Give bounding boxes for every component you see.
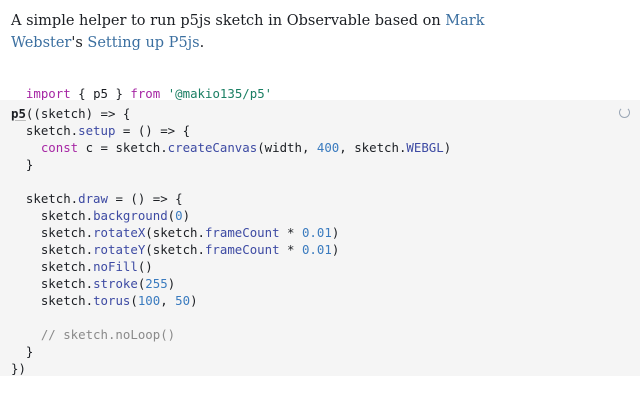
code-text: sketch. bbox=[11, 225, 94, 240]
code-property: frameCount bbox=[204, 225, 280, 240]
code-text: ((sketch) => { bbox=[25, 106, 131, 121]
code-line-16: }) bbox=[11, 361, 26, 376]
code-text: ) bbox=[443, 140, 452, 155]
code-number: 255 bbox=[145, 276, 168, 291]
code-line-2: sketch.setup = () => { bbox=[11, 122, 190, 139]
code-property: setup bbox=[78, 123, 116, 138]
code-text: sketch. bbox=[11, 259, 94, 274]
import-cell[interactable]: import { p5 } from '@makio135/p5' bbox=[11, 67, 272, 101]
code-line-6: sketch.draw = () => { bbox=[11, 190, 183, 207]
code-number: 100 bbox=[137, 293, 161, 308]
code-property: frameCount bbox=[204, 242, 280, 257]
intro-paragraph: A simple helper to run p5js sketch in Ob… bbox=[11, 10, 531, 54]
setting-up-p5js-link[interactable]: Setting up P5js bbox=[87, 35, 200, 51]
code-text: (width, bbox=[257, 140, 317, 155]
intro-text-before: A simple helper to run p5js sketch in Ob… bbox=[11, 13, 446, 29]
import-brace-close: } bbox=[108, 86, 131, 101]
code-text: sketch. bbox=[11, 242, 94, 257]
code-property: WEBGL bbox=[406, 140, 444, 155]
loading-spinner-icon bbox=[619, 107, 630, 118]
code-function: noFill bbox=[93, 259, 138, 274]
import-name: p5 bbox=[93, 86, 108, 101]
import-keyword: import bbox=[25, 86, 71, 101]
code-line-7: sketch.background(0) bbox=[11, 207, 190, 224]
code-number: 0.01 bbox=[301, 242, 332, 257]
code-text: sketch. bbox=[11, 293, 94, 308]
code-text: , bbox=[160, 293, 176, 308]
code-function: torus bbox=[93, 293, 131, 308]
code-text: sketch. bbox=[11, 123, 79, 138]
code-text: ( bbox=[167, 208, 176, 223]
import-brace-open: { bbox=[70, 86, 94, 101]
code-line-11: sketch.stroke(255) bbox=[11, 275, 175, 292]
code-text: ) bbox=[331, 242, 340, 257]
code-text: sketch. bbox=[11, 208, 94, 223]
code-line-3: const c = sketch.createCanvas(width, 400… bbox=[11, 139, 451, 156]
code-text: (sketch. bbox=[145, 225, 205, 240]
code-number: 400 bbox=[316, 140, 340, 155]
code-number: 0 bbox=[175, 208, 183, 223]
from-keyword: from bbox=[130, 86, 161, 101]
mark-webster-link[interactable]: Mark Webster bbox=[11, 13, 485, 51]
code-function: rotateX bbox=[93, 225, 146, 240]
intro-text-middle: 's bbox=[71, 35, 88, 51]
code-text: (sketch. bbox=[145, 242, 205, 257]
code-function: rotateY bbox=[93, 242, 146, 257]
code-text: ( bbox=[130, 293, 138, 308]
cell-name[interactable]: p5 bbox=[11, 106, 26, 121]
code-cell[interactable]: p5((sketch) => { sketch.setup = () => { … bbox=[0, 100, 640, 376]
code-text: ) bbox=[190, 293, 198, 308]
code-text: * bbox=[279, 242, 302, 257]
import-module-string: '@makio135/p5' bbox=[167, 86, 273, 101]
code-function: createCanvas bbox=[167, 140, 258, 155]
code-text: sketch. bbox=[11, 276, 94, 291]
code-text: () bbox=[137, 259, 153, 274]
code-line-4: } bbox=[11, 157, 34, 172]
code-line-1: p5((sketch) => { bbox=[11, 105, 130, 122]
code-text: ( bbox=[137, 276, 146, 291]
code-line-15: } bbox=[11, 344, 34, 359]
code-function: stroke bbox=[93, 276, 138, 291]
code-text: ) bbox=[331, 225, 340, 240]
code-line-12: sketch.torus(100, 50) bbox=[11, 292, 198, 309]
code-text: c = sketch. bbox=[78, 140, 168, 155]
code-keyword: const bbox=[11, 140, 79, 155]
code-comment: // sketch.noLoop() bbox=[11, 327, 176, 342]
code-line-10: sketch.noFill() bbox=[11, 258, 153, 275]
import-space bbox=[160, 86, 167, 101]
code-text: ) bbox=[182, 208, 191, 223]
code-line-9: sketch.rotateY(sketch.frameCount * 0.01) bbox=[11, 241, 339, 258]
code-number: 0.01 bbox=[301, 225, 332, 240]
code-text: sketch. bbox=[11, 191, 79, 206]
code-line-8: sketch.rotateX(sketch.frameCount * 0.01) bbox=[11, 224, 339, 241]
code-text: = () => { bbox=[107, 191, 183, 206]
intro-text-after: . bbox=[199, 35, 205, 51]
code-text: * bbox=[279, 225, 302, 240]
code-property: draw bbox=[78, 191, 108, 206]
code-text: ) bbox=[167, 276, 176, 291]
code-number: 50 bbox=[175, 293, 191, 308]
code-text: , sketch. bbox=[339, 140, 407, 155]
code-text: = () => { bbox=[115, 123, 191, 138]
code-function: background bbox=[93, 208, 168, 223]
